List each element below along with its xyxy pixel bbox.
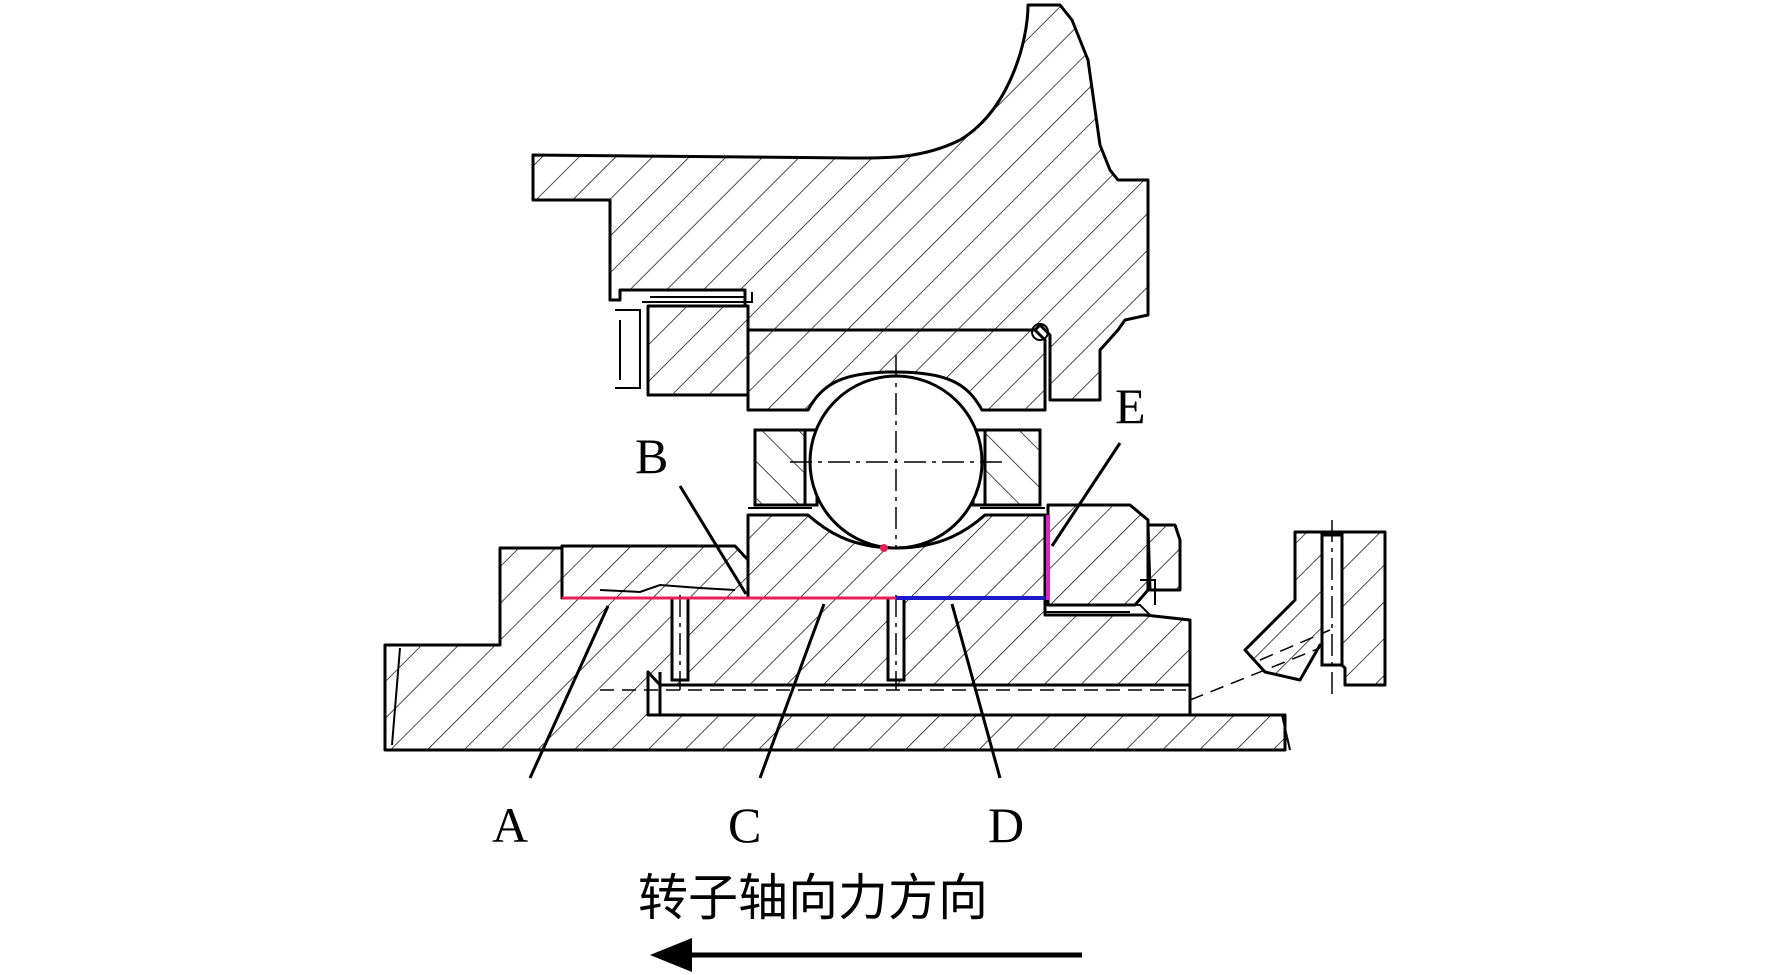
oil-nozzle-body bbox=[1243, 530, 1387, 687]
cage-right bbox=[983, 428, 1042, 507]
label-a: A bbox=[492, 797, 528, 853]
contact-point bbox=[880, 544, 888, 552]
right-retainer-inner bbox=[1040, 579, 1156, 613]
label-b: B bbox=[635, 428, 668, 484]
direction-arrow-head bbox=[650, 938, 692, 972]
oil-jet-line-2 bbox=[1259, 629, 1331, 661]
inner-race bbox=[746, 513, 1047, 600]
leader-a bbox=[528, 605, 610, 779]
left-spacer-detail bbox=[599, 583, 736, 594]
seal-lip bbox=[615, 309, 641, 389]
caption: 转子轴向力方向 bbox=[638, 869, 988, 927]
oil-jet-line bbox=[1189, 647, 1321, 701]
right-locating-ring bbox=[1046, 503, 1150, 607]
label-e: E bbox=[1115, 378, 1146, 434]
housing bbox=[531, 3, 1150, 402]
leader-c bbox=[758, 603, 826, 779]
shaft-left-break bbox=[391, 647, 401, 746]
leader-e bbox=[1050, 442, 1122, 547]
leader-d bbox=[950, 603, 1002, 779]
seal-ring bbox=[646, 304, 750, 397]
shaft-right-break bbox=[1281, 714, 1291, 751]
seal-top-groove bbox=[642, 292, 753, 303]
leader-b bbox=[678, 485, 748, 595]
label-d: D bbox=[988, 797, 1024, 853]
cage-left bbox=[753, 428, 807, 507]
outer-race-corner-ring bbox=[1031, 323, 1049, 341]
label-c: C bbox=[728, 797, 761, 853]
